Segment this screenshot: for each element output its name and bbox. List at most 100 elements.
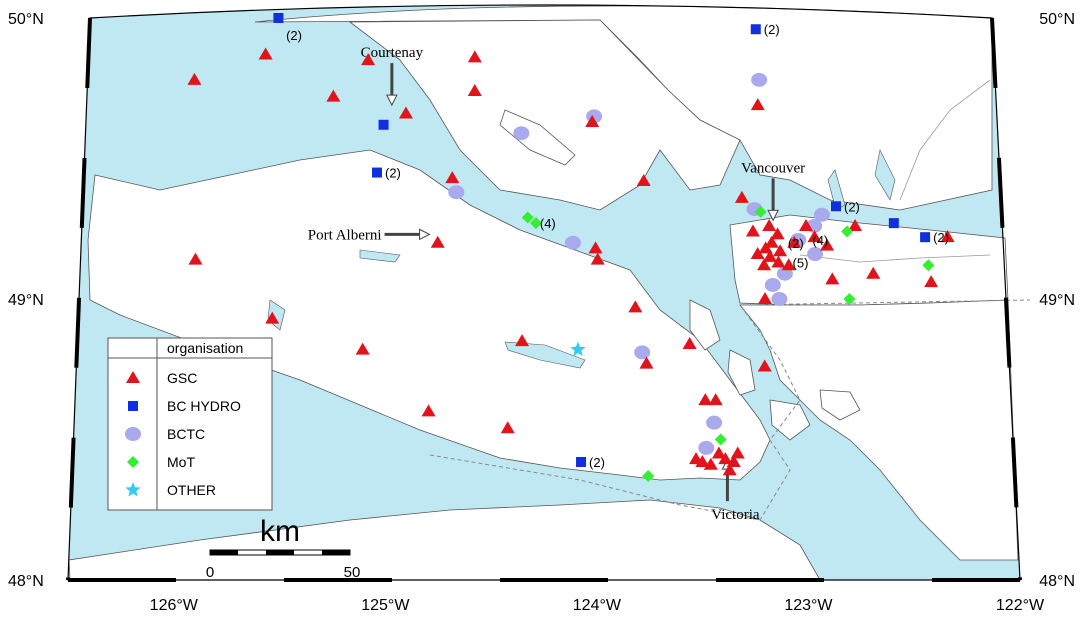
gsc-station [924,275,939,288]
bc-hydro-station [831,201,842,212]
bctc-station [764,277,781,292]
gsc-station [703,457,718,470]
olympic-peninsula [68,499,821,581]
gsc-station [628,300,643,313]
station-count-label: (2) [764,22,780,37]
legend-label: BCTC [167,426,205,442]
city-label: Port Alberni [308,227,382,243]
legend-label: MoT [167,454,195,470]
lon-tick-label: 122°W [996,597,1045,614]
lakes [267,149,896,369]
lavender-circle-icon [125,427,141,441]
scale-bar-end: 50 [344,564,361,581]
gsc-station [467,84,482,97]
washington-state [739,299,1019,561]
gsc-station [763,249,778,262]
station-count-label: (4) [540,216,556,231]
harrison-lake [874,149,896,201]
station-count-label: (4) [812,233,828,248]
gsc-station [636,173,651,186]
gsc-station [398,106,413,119]
city-courtenay: Courtenay [361,45,424,107]
gsc-station [787,235,802,248]
legend-label: BC HYDRO [167,398,241,414]
gsc-station [588,241,603,254]
bctc-station [564,235,581,250]
gsc-station [770,227,785,240]
lat-tick-label-right: 49°N [1039,292,1075,309]
station-count-label: (2) [286,28,302,43]
sproat-lake [359,249,401,263]
gsc-station [750,98,765,111]
city-label: Vancouver [741,160,805,176]
gsc-station [764,235,779,248]
bctc-station [813,207,830,222]
mot-station [841,225,854,238]
mot-station [714,433,727,446]
gsc-station [758,241,773,254]
gsc-station [258,47,273,60]
gsc-station [361,53,376,66]
gsc-station [711,446,726,459]
gsc-station [773,244,788,257]
lat-tick-label-left: 50°N [8,11,44,28]
scale-bar-start: 0 [206,564,214,581]
bctc-station [698,440,715,455]
bctc-station [448,185,465,200]
map-frame [66,4,1022,582]
gsc-station [866,266,881,279]
mot-station [754,205,767,218]
gsc-station [848,218,863,231]
bctc-station [513,126,530,141]
gsc-station [421,404,436,417]
legend-label: OTHER [167,482,216,498]
gsc-station [757,258,772,271]
station-count-label: (2) [589,455,605,470]
gsc-station [718,452,733,465]
gsc-station [730,446,745,459]
legend-header: organisation [167,340,243,356]
gsc-station [445,171,460,184]
lat-tick-label-right: 48°N [1039,573,1075,590]
mot-station [642,470,655,483]
other-station [570,341,586,357]
gsc-station [188,252,203,265]
gsc-station [590,252,605,265]
bc-hydro-station [888,218,899,229]
bc-hydro-station [750,24,761,35]
gsc-station [500,421,515,434]
station-count-label: (2) [844,199,860,214]
gsc-station [682,336,697,349]
city-label: Victoria [711,507,760,523]
station-count-label: (2) [933,230,949,245]
gsc-station [708,393,723,406]
gsc-station [781,258,796,271]
mot-station [521,211,534,224]
san-juan-island [769,399,811,441]
bctc-station [706,415,723,430]
canada-us-border [739,299,1031,306]
station-counts: (2)(2)(2)(4)(2)(2)(2)(4)(5)(2) [286,22,949,470]
gsc-station [825,272,840,285]
lat-tick-label-right: 50°N [1039,11,1075,28]
gsc-station [585,114,600,127]
juan-de-fuca-border [429,304,801,521]
blue-square-icon [128,401,138,411]
gsc-station [750,247,765,260]
city-label: Courtenay [361,45,424,61]
gsc-station [734,190,749,203]
fraser-river [799,254,991,263]
gsc-station [430,235,445,248]
mot-station [529,217,542,230]
gsc-station [355,342,370,355]
bc-hydro-station [920,232,931,243]
station-count-label: (2) [385,166,401,181]
gsc-station [722,463,737,476]
gsc-station [771,255,786,268]
green-diamond-icon [127,456,139,468]
legend-box [107,337,273,511]
